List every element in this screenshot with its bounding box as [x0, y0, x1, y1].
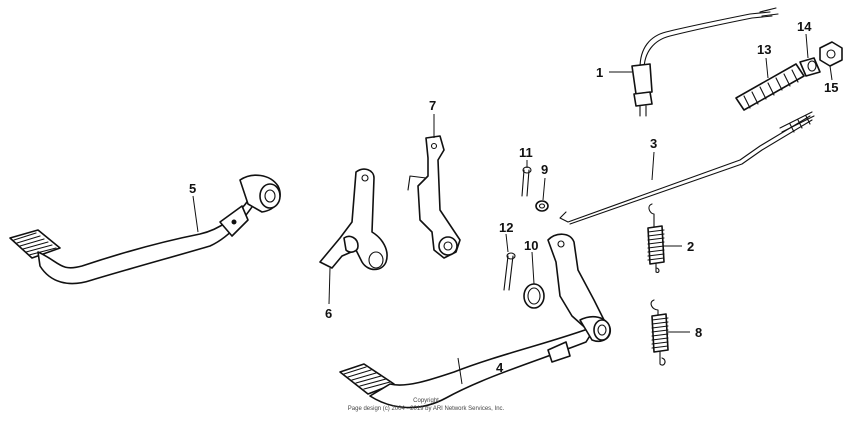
- collar: [799, 57, 821, 77]
- return-spring-lower: [650, 299, 669, 366]
- washer-small: [535, 200, 549, 212]
- callout-6: 6: [325, 306, 332, 321]
- callout-8: 8: [695, 325, 702, 340]
- callout-4: 4: [496, 360, 504, 375]
- left-pedal: [9, 174, 281, 285]
- callout-5: 5: [189, 181, 196, 196]
- callout-10: 10: [524, 238, 538, 253]
- bracket: [407, 135, 461, 259]
- callout-7: 7: [429, 98, 436, 113]
- brake-switch: [631, 7, 779, 117]
- callout-15: 15: [824, 80, 838, 95]
- callout-9: 9: [541, 162, 548, 177]
- callout-11: 11: [519, 145, 533, 160]
- callout-14: 14: [797, 19, 812, 34]
- brake-pedal: [339, 233, 612, 409]
- callout-12: 12: [499, 220, 513, 235]
- cotter-pin-upper: [521, 166, 532, 197]
- ring-washer: [523, 283, 545, 309]
- callout-labels: 1 2 3 4 5 6 7 8 9 10 11 12 13 14 15: [189, 19, 838, 375]
- adjusting-nut: [819, 41, 843, 67]
- callout-3: 3: [650, 136, 657, 151]
- brake-rod: [559, 111, 815, 225]
- rod-spring: [735, 63, 805, 111]
- copyright-line-1: Copyright: [413, 398, 439, 404]
- return-spring-upper: [647, 203, 665, 273]
- leader-lines: [192, 33, 833, 385]
- callout-1: 1: [596, 65, 603, 80]
- copyright-line-2: Page design (c) 2004 - 2019 by ARI Netwo…: [348, 406, 505, 412]
- lever-arm: [319, 168, 388, 271]
- callout-2: 2: [687, 239, 694, 254]
- callout-13: 13: [757, 42, 771, 57]
- copyright-footer: Copyright Page design (c) 2004 - 2019 by…: [348, 398, 505, 412]
- cotter-pin-lower: [503, 252, 516, 291]
